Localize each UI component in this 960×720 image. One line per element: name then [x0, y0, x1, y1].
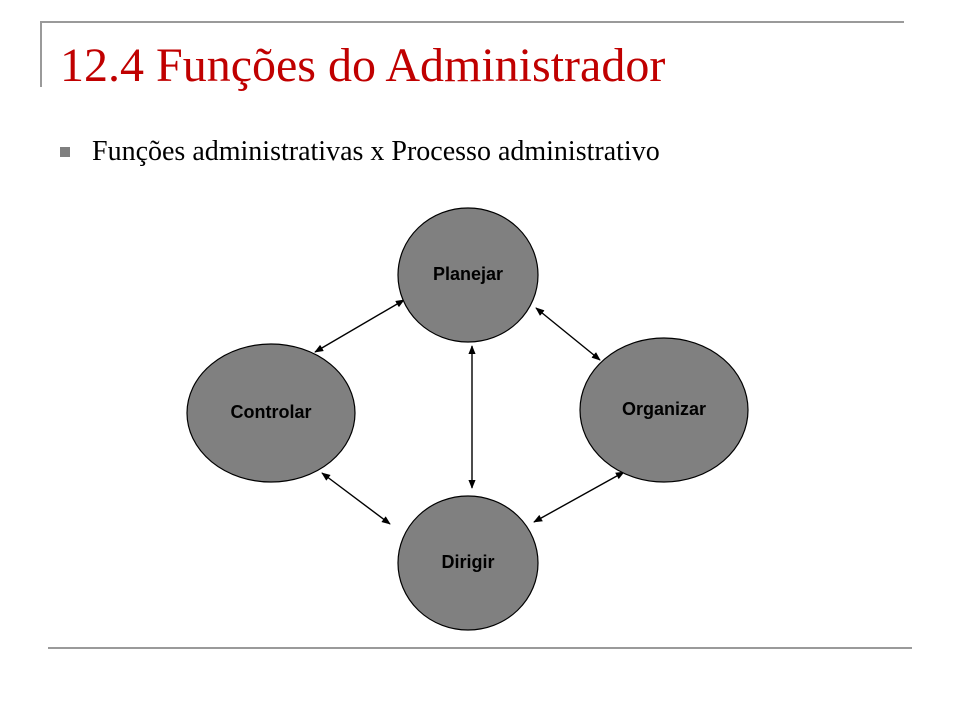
node-organizar-label: Organizar — [622, 399, 706, 419]
node-planejar: Planejar — [397, 207, 539, 343]
slide-title: 12.4 Funções do Administrador — [60, 39, 666, 92]
frame-top-rule — [40, 21, 904, 23]
frame-left-rule — [40, 21, 42, 87]
edge-organizar-dirigir — [533, 471, 625, 523]
node-dirigir-ellipse — [397, 495, 539, 631]
bullet-square-icon — [60, 147, 70, 157]
node-dirigir: Dirigir — [397, 495, 539, 631]
node-controlar-ellipse — [186, 343, 356, 483]
node-planejar-ellipse — [397, 207, 539, 343]
node-controlar-label: Controlar — [231, 402, 312, 422]
bullet-item: Funções administrativas x Processo admin… — [60, 132, 660, 172]
edge-controlar-dirigir — [321, 472, 391, 525]
node-dirigir-label: Dirigir — [441, 552, 494, 572]
frame-bottom-rule — [48, 647, 912, 649]
bullet-text: Funções administrativas x Processo admin… — [92, 136, 660, 167]
node-organizar: Organizar — [579, 337, 749, 483]
node-organizar-ellipse — [579, 337, 749, 483]
edge-planejar-organizar — [535, 307, 601, 361]
node-planejar-label: Planejar — [433, 264, 503, 284]
node-controlar: Controlar — [186, 343, 356, 483]
edge-planejar-controlar — [314, 299, 405, 353]
